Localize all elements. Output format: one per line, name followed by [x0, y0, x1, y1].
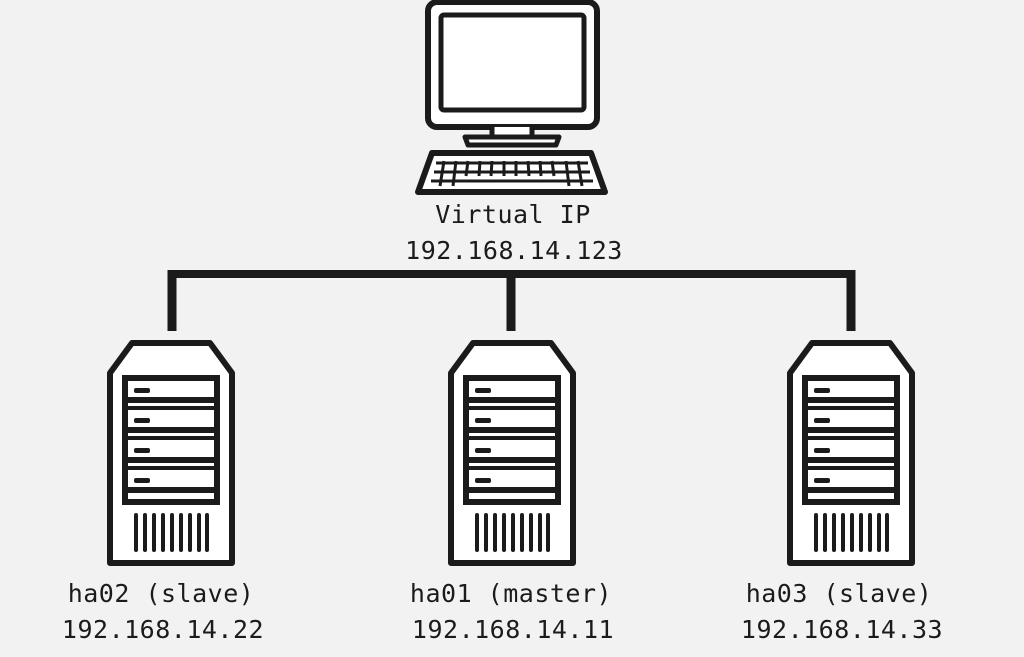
- network-links: [167, 270, 856, 331]
- server-name: ha03 (slave): [745, 579, 933, 608]
- server-name: ha02 (slave): [67, 579, 255, 608]
- server-icon: [790, 343, 912, 563]
- computer-icon: [415, 0, 608, 195]
- server-icon: [451, 343, 573, 563]
- server-ip: 192.168.14.22: [61, 615, 265, 644]
- server-ip: 192.168.14.11: [411, 615, 615, 644]
- server-ip: 192.168.14.33: [740, 615, 944, 644]
- virtual-ip-address: 192.168.14.123: [405, 236, 623, 265]
- server-name: ha01 (master): [409, 579, 613, 608]
- server-icon: [110, 343, 232, 563]
- virtual-ip-title: Virtual IP: [435, 200, 591, 229]
